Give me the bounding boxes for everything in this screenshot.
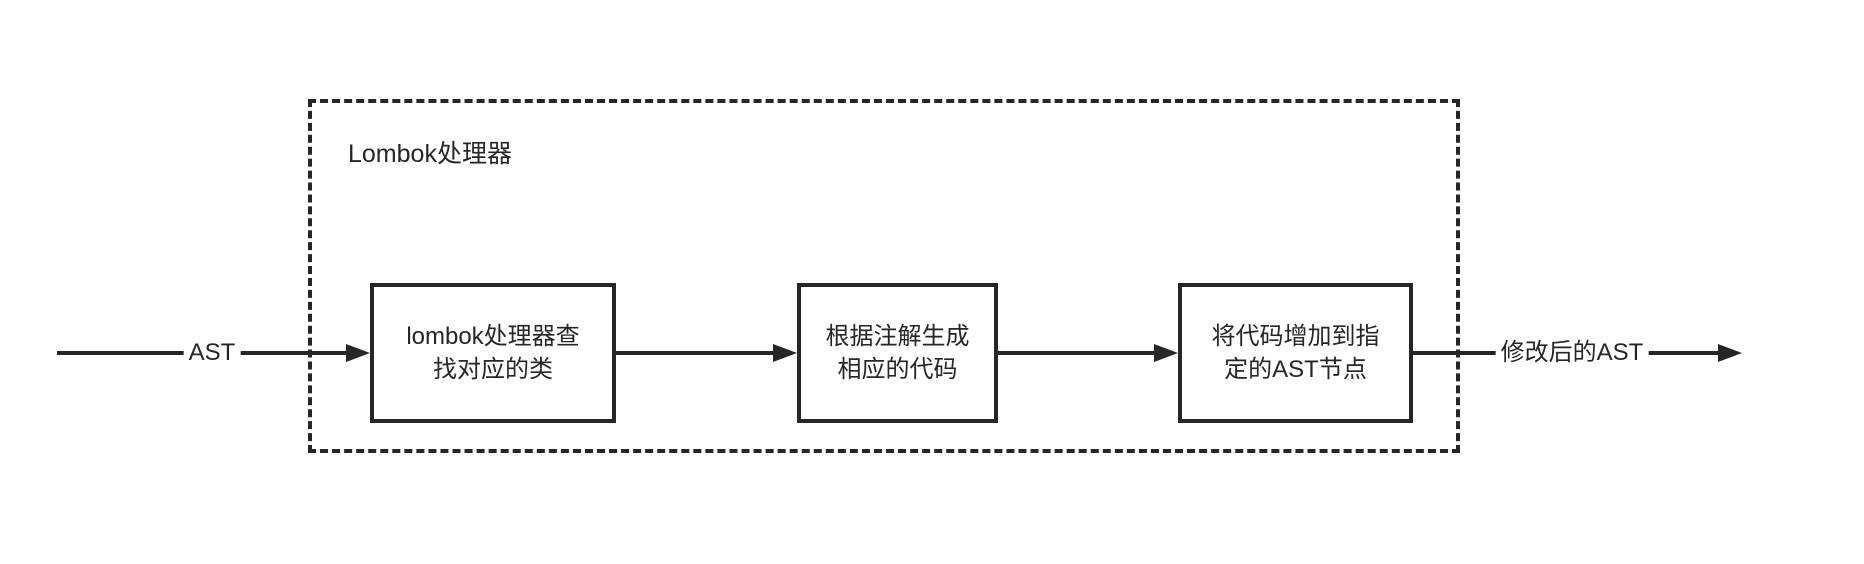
arrow-generate-to-add-line — [998, 351, 1158, 355]
input-arrowhead-icon — [346, 344, 370, 362]
output-arrowhead-icon — [1718, 344, 1742, 362]
output-arrow-label: 修改后的AST — [1495, 338, 1649, 368]
node-find-class: lombok处理器查 找对应的类 — [370, 283, 616, 423]
node-add-to-ast: 将代码增加到指 定的AST节点 — [1178, 283, 1413, 423]
group-title: Lombok处理器 — [348, 140, 512, 168]
arrow-generate-to-add-arrowhead-icon — [1154, 344, 1178, 362]
node-find-class-label: lombok处理器查 找对应的类 — [406, 323, 580, 383]
node-generate-code-label: 根据注解生成 相应的代码 — [825, 323, 970, 383]
node-add-to-ast-label: 将代码增加到指 定的AST节点 — [1211, 323, 1380, 383]
lombok-processor-group: Lombok处理器 — [308, 99, 1460, 453]
input-arrow-label: AST — [183, 338, 241, 368]
arrow-find-to-generate-arrowhead-icon — [773, 344, 797, 362]
arrow-find-to-generate-line — [616, 351, 777, 355]
node-generate-code: 根据注解生成 相应的代码 — [797, 283, 998, 423]
